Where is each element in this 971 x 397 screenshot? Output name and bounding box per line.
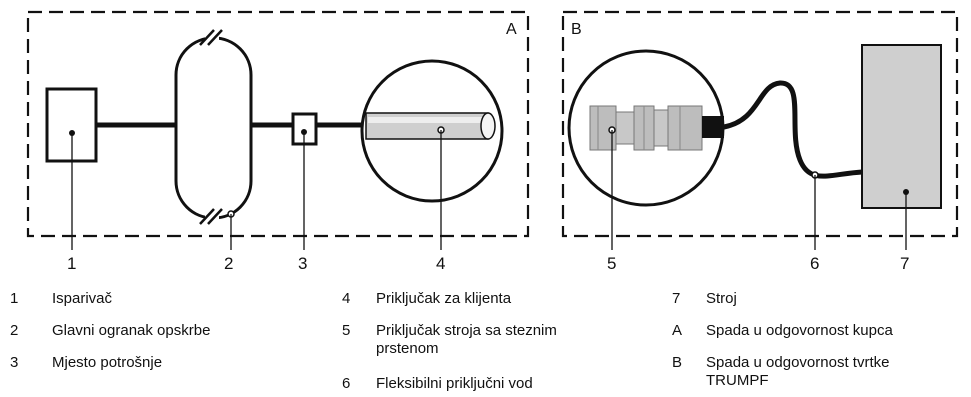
customer-pipe-end: [480, 112, 496, 140]
panel-b-frame: [561, 10, 959, 238]
legend-text: Glavni ogranak opskrbe: [52, 322, 211, 339]
break-mark-bottom-1: [199, 208, 215, 225]
legend-num: 2: [10, 322, 19, 339]
machine-box: [861, 44, 942, 209]
fitting-body-2: [653, 109, 669, 147]
panel-a-frame: [26, 10, 530, 238]
legend-num: B: [672, 354, 683, 371]
legend-text: Fleksibilni priključni vod: [376, 375, 533, 392]
legend-num: 3: [10, 354, 19, 371]
main-supply-branch: [174, 36, 253, 220]
legend-text-cont: prstenom: [376, 340, 439, 357]
legend-num: A: [672, 322, 683, 339]
legend-num: 7: [672, 290, 681, 307]
callout-1: 1: [67, 254, 76, 273]
hose-fitting-black: [702, 116, 724, 138]
customer-pipe-highlight: [368, 117, 486, 123]
legend-num: 6: [342, 375, 351, 392]
legend-text: Priključak za klijenta: [376, 290, 512, 307]
break-mark-top-1: [199, 29, 215, 46]
callout-2: 2: [224, 254, 233, 273]
callout-4: 4: [436, 254, 445, 273]
legend-text: Spada u odgovornost kupca: [706, 322, 893, 339]
callout-5: 5: [607, 254, 616, 273]
legend-text: Stroj: [706, 290, 737, 307]
callout-3: 3: [298, 254, 307, 273]
panel-b-label: B: [571, 21, 582, 38]
callout-7: 7: [900, 254, 909, 273]
legend-text: Priključak stroja sa steznim: [376, 322, 557, 339]
legend-text: Spada u odgovornost tvrtke: [706, 354, 890, 371]
legend-num: 5: [342, 322, 351, 339]
fitting-nut-right: [667, 105, 703, 151]
break-gap-top: [205, 33, 219, 43]
break-mark-top-2: [207, 29, 223, 46]
legend-num: 1: [10, 290, 19, 307]
fitting-body-1: [615, 111, 635, 145]
legend-text: Mjesto potrošnje: [52, 354, 163, 371]
panel-a-label: A: [506, 21, 517, 38]
callout-6: 6: [810, 254, 819, 273]
customer-pipe-body: [365, 112, 489, 140]
legend-text: Isparivač: [52, 290, 113, 307]
flexible-hose: [721, 80, 865, 179]
legend-num: 4: [342, 290, 351, 307]
break-mark-bottom-2: [207, 208, 223, 225]
legend-text-cont: TRUMPF: [706, 372, 769, 389]
